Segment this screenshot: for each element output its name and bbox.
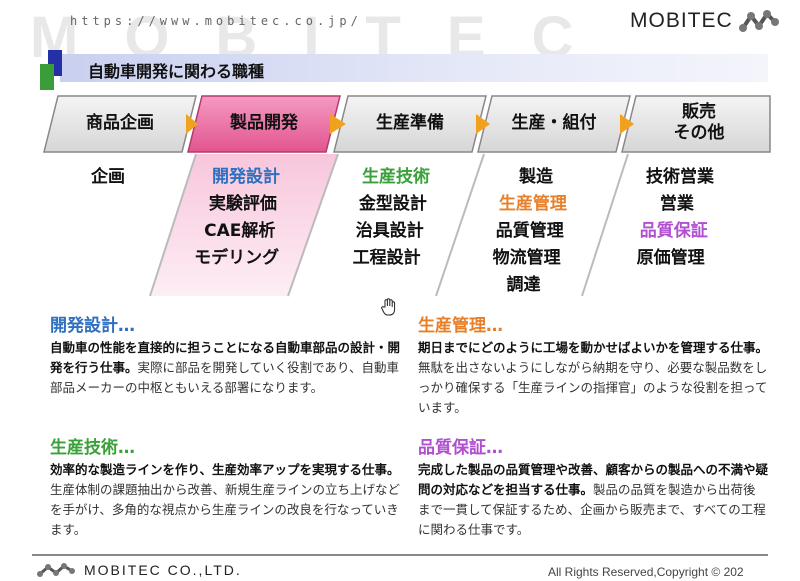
desc-kaihatsu: 開発設計… 自動車の性能を直接的に担うことになる自動車部品の設計・開発を行う仕事… — [50, 316, 400, 398]
role-item: 治具設計 — [355, 221, 424, 241]
logo-text: MOBITEC — [630, 9, 733, 32]
desc-rest-seisan-kanri: 無駄を出さないようにしながら納期を守り、必要な製品数をしっかり確保する「生産ライ… — [418, 360, 768, 415]
role-item: 金型設計 — [358, 194, 427, 214]
desc-heading-seisan-gijutsu: 生産技術… — [50, 438, 135, 458]
desc-hinshitsu-hosho: 品質保証… 完成した製品の品質管理や改善、顧客からの製品への不満や疑問の対応など… — [418, 438, 768, 540]
desc-body-kaihatsu: 自動車の性能を直接的に担うことになる自動車部品の設計・開発を行う仕事。実際に部品… — [50, 338, 400, 398]
footer-logo: MOBITEC CO.,LTD. — [36, 562, 242, 578]
role-item: 品質管理 — [495, 221, 564, 241]
step-label-2: 製品開発 — [230, 113, 298, 133]
desc-rest-seisan-gijutsu: 生産体制の課題抽出から改善、新規生産ラインの立ち上げなどを手がけ、多角的な視点か… — [50, 482, 401, 537]
desc-bold-kaihatsu: 自動車の性能を直接的に担うことになる自動車部品の設計・開発を行う仕事。 — [50, 340, 401, 375]
role-item: 企画 — [91, 167, 125, 187]
desc-bold-seisan-gijutsu: 効率的な製造ラインを作り、生産効率アップを実現する仕事。 — [50, 462, 400, 477]
desc-bold-seisan-kanri: 期日までにどのように工場を動かせばよいかを管理する仕事。 — [418, 340, 769, 355]
desc-bold-hinshitsu-hosho: 完成した製品の品質管理や改善、顧客からの製品への不満や疑問の対応などを担当する仕… — [418, 462, 769, 497]
desc-rest-kaihatsu: 実際に部品を開発していく役割であり、自動車部品メーカーの中枢ともいえる部署になり… — [50, 360, 400, 395]
hand-cursor-icon — [381, 298, 396, 316]
step-box-4 — [477, 95, 631, 153]
role-item: 原価管理 — [636, 248, 705, 268]
desc-rest-hinshitsu-hosho: 製品の品質を製造から出荷後まで一貫して保証するため、企画から販売まで、すべての工… — [418, 482, 766, 537]
step-box-5 — [621, 95, 771, 153]
title-bar — [60, 54, 768, 82]
footer-copyright: All Rights Reserved,Copyright © 202 — [548, 565, 744, 579]
site-url[interactable]: https://www.mobitec.co.jp/ — [70, 14, 362, 28]
step-box-3 — [333, 95, 487, 153]
step-box-2 — [187, 95, 341, 153]
role-item: CAE解析 — [204, 221, 276, 241]
header-logo: MOBITEC — [630, 8, 779, 34]
desc-heading-hinshitsu-hosho: 品質保証… — [418, 438, 503, 458]
role-item: モデリング — [194, 248, 280, 268]
step-label-5: 販売 その他 — [673, 102, 725, 143]
desc-body-seisan-kanri: 期日までにどのように工場を動かせばよいかを管理する仕事。無駄を出さないようにしな… — [418, 338, 768, 418]
step-label-4: 生産・組付 — [511, 113, 597, 133]
role-item: 営業 — [659, 194, 694, 214]
desc-seisan-gijutsu: 生産技術… 効率的な製造ラインを作り、生産効率アップを実現する仕事。生産体制の課… — [50, 438, 400, 540]
role-item: 技術営業 — [646, 167, 714, 187]
molecule-logo-icon — [738, 10, 779, 32]
desc-body-hinshitsu-hosho: 完成した製品の品質管理や改善、顧客からの製品への不満や疑問の対応などを担当する仕… — [418, 460, 768, 540]
title-accent-green — [40, 64, 54, 90]
role-item: 開発設計 — [212, 167, 280, 187]
step-box-1 — [43, 95, 197, 153]
role-item: 実験評価 — [208, 194, 277, 214]
role-item: 製造 — [519, 167, 553, 187]
process-flow: 商品企画 製品開発 生産準備 生産・組付 販売 その他 企画 開発設計実験評価 CA… — [0, 90, 800, 300]
role-item: 調達 — [506, 275, 541, 295]
desc-heading-kaihatsu: 開発設計… — [50, 316, 135, 336]
footer-divider — [32, 554, 768, 556]
role-item: 品質保証 — [639, 221, 708, 241]
role-item: 工程設計 — [352, 248, 421, 268]
page-title: 自動車開発に関わる職種 — [88, 62, 265, 81]
role-item: 生産技術 — [362, 167, 430, 187]
role-item: 物流管理 — [492, 248, 561, 268]
desc-body-seisan-gijutsu: 効率的な製造ラインを作り、生産効率アップを実現する仕事。生産体制の課題抽出から改… — [50, 460, 400, 540]
step-label-1: 商品企画 — [86, 113, 154, 133]
desc-seisan-kanri: 生産管理… 期日までにどのように工場を動かせばよいかを管理する仕事。無駄を出さな… — [418, 316, 768, 418]
step-label-3: 生産準備 — [376, 113, 444, 133]
flow-diagram — [43, 95, 771, 297]
role-item: 生産管理 — [498, 194, 567, 214]
molecule-logo-icon — [37, 563, 75, 577]
desc-heading-seisan-kanri: 生産管理… — [418, 316, 503, 336]
footer-company: MOBITEC CO.,LTD. — [84, 562, 242, 578]
